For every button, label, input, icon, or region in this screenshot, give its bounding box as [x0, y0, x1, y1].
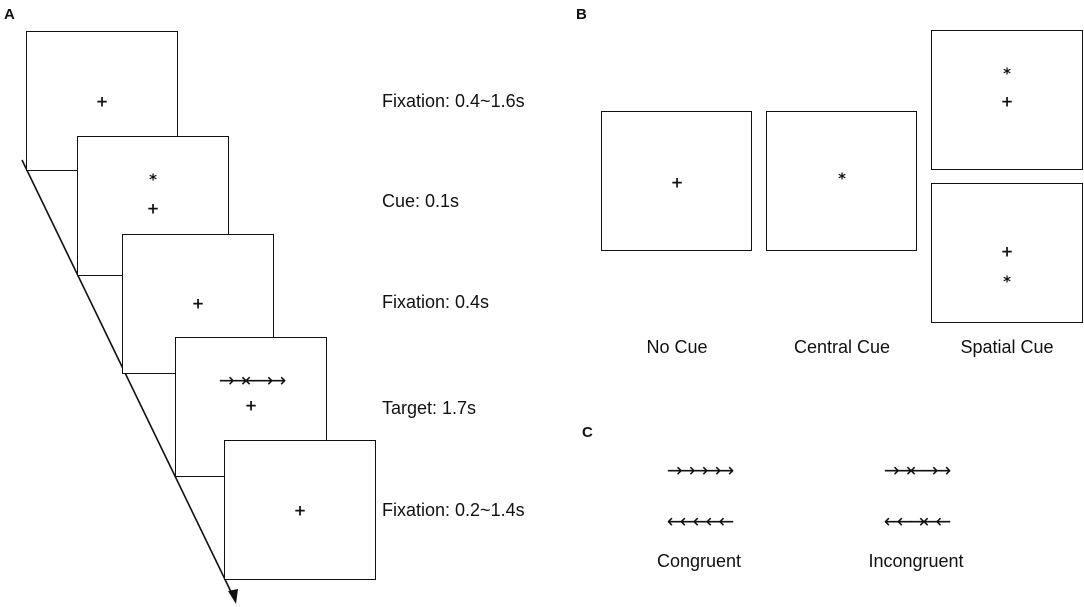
no-cue-frame: +	[601, 111, 752, 251]
congruent-arrows-right: →→→→→	[666, 459, 735, 482]
fixation-cross: +	[293, 501, 307, 520]
fixation-cross: +	[244, 396, 258, 415]
fixation-cross: +	[146, 199, 160, 218]
label-congruent: Congruent	[656, 551, 742, 571]
target-arrows: →→←→→	[218, 369, 287, 392]
panel-letter-b: B	[576, 6, 587, 23]
spatial-cue-frame-top: * +	[931, 30, 1083, 170]
panel-letter-a: A	[4, 6, 15, 23]
congruent-arrows-left: ←←←←←	[666, 510, 735, 533]
duration-label-fixation-1: Fixation: 0.4~1.6s	[382, 91, 525, 111]
central-cue-frame: *	[766, 111, 917, 251]
duration-label-target: Target: 1.7s	[382, 398, 477, 418]
fixation-cross: +	[1000, 92, 1014, 111]
label-central-cue: Central Cue	[793, 337, 891, 357]
cue-asterisk: *	[149, 170, 157, 189]
incongruent-arrows-right: →→←→→	[883, 459, 952, 482]
fixation-cross: +	[670, 173, 684, 192]
fixation-cross: +	[1000, 242, 1014, 261]
spatial-cue-frame-bottom: + *	[931, 183, 1083, 323]
fixation-cross: +	[95, 92, 109, 111]
cue-asterisk: *	[838, 169, 846, 188]
duration-label-fixation-2: Fixation: 0.4s	[382, 292, 490, 312]
label-no-cue: No Cue	[646, 337, 708, 357]
panel-letter-c: C	[582, 424, 593, 441]
duration-label-fixation-3: Fixation: 0.2~1.4s	[382, 500, 525, 520]
cue-asterisk: *	[1003, 272, 1011, 291]
label-incongruent: Incongruent	[868, 551, 964, 571]
label-spatial-cue: Spatial Cue	[960, 337, 1054, 357]
cue-asterisk: *	[1003, 64, 1011, 83]
fixation-cross: +	[191, 294, 205, 313]
duration-label-cue: Cue: 0.1s	[382, 191, 460, 211]
trial-frame-5: +	[224, 440, 376, 580]
incongruent-arrows-left: ←←→←←	[883, 510, 952, 533]
